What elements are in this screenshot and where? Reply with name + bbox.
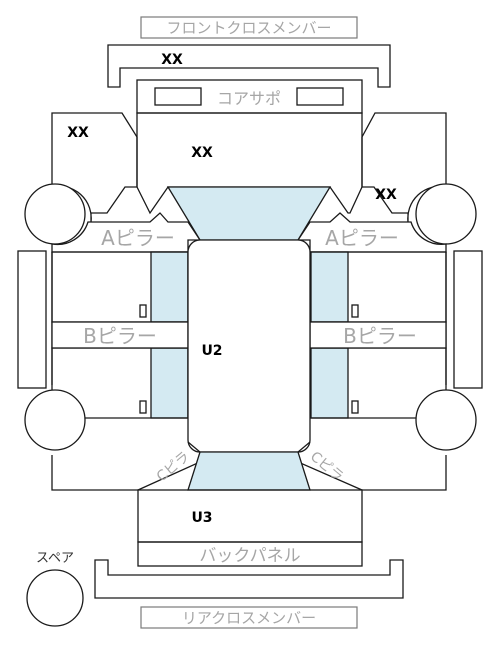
roof-mark: U2 [201, 343, 222, 359]
right-front-fender-mark: XX [375, 187, 397, 203]
front-cross-member-label: フロントクロスメンバー [166, 19, 331, 37]
right-rear-window[interactable] [310, 347, 349, 419]
right-side-sill[interactable] [453, 250, 483, 389]
right-front-door-handle [351, 304, 359, 318]
a-pillar-right-label: Aピラー [325, 226, 399, 250]
spare-tire[interactable]: スペア [26, 551, 84, 627]
right-headlight [296, 87, 344, 106]
c-pillar-right-label: Cピラ [307, 449, 346, 486]
core-support[interactable]: コアサポ [136, 79, 363, 114]
back-panel-label: バックパネル [199, 546, 300, 566]
trunk-mark: U3 [191, 510, 212, 526]
front-bumper[interactable]: XX [107, 44, 391, 88]
trunk[interactable]: U3 [137, 489, 363, 543]
left-front-door-handle [139, 304, 147, 318]
back-panel[interactable]: バックパネル [137, 541, 363, 567]
a-pillar-left[interactable]: Aピラー [51, 212, 202, 253]
b-pillar-left-label: Bピラー [83, 324, 157, 348]
b-pillar-left[interactable]: Bピラー [51, 321, 189, 349]
front-left-tire[interactable] [24, 183, 86, 245]
c-pillar-left-label: Cピラ [154, 449, 193, 486]
roof[interactable]: U2 [187, 239, 311, 453]
left-side-sill[interactable] [17, 250, 47, 389]
b-pillar-right[interactable]: Bピラー [309, 321, 447, 349]
rear-right-tire[interactable] [415, 389, 477, 451]
left-rear-window[interactable] [150, 347, 189, 419]
b-pillar-right-label: Bピラー [343, 324, 417, 348]
rear-bumper[interactable] [94, 559, 404, 599]
right-rear-door-handle [351, 400, 359, 414]
hood[interactable]: XX [136, 112, 363, 215]
right-front-window[interactable] [310, 251, 349, 323]
left-headlight [154, 87, 202, 106]
windshield[interactable] [166, 186, 332, 241]
front-bumper-mark: XX [161, 52, 183, 68]
a-pillar-right[interactable]: Aピラー [296, 212, 447, 253]
front-cross-member[interactable]: フロントクロスメンバー [140, 16, 358, 39]
rear-cross-member-label: リアクロスメンバー [182, 609, 316, 627]
left-front-window[interactable] [150, 251, 189, 323]
rear-window[interactable] [187, 451, 311, 491]
hood-mark: XX [191, 145, 213, 161]
rear-cross-member[interactable]: リアクロスメンバー [140, 606, 358, 629]
spare-tire-label: スペア [36, 551, 74, 566]
a-pillar-left-label: Aピラー [101, 226, 175, 250]
left-rear-door-handle [139, 400, 147, 414]
rear-left-tire[interactable] [24, 389, 86, 451]
front-right-tire[interactable] [415, 183, 477, 245]
core-support-label: コアサポ [217, 89, 281, 108]
spare-tire-circle [26, 569, 84, 627]
left-front-fender-mark: XX [67, 125, 89, 141]
